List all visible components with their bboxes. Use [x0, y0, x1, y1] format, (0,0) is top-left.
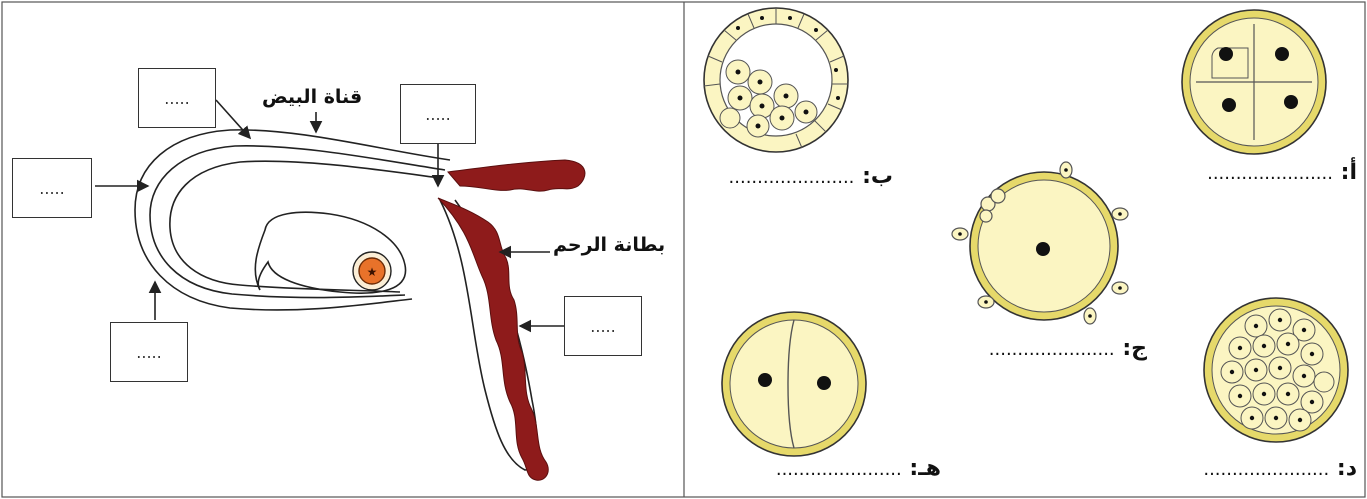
caption-blank[interactable]: ......................	[729, 167, 855, 188]
stage-b-blastocyst	[704, 8, 848, 152]
arrow-box-1	[216, 100, 250, 138]
caption-blank[interactable]: ......................	[989, 339, 1115, 360]
caption-stage-d: د: ......................	[1203, 456, 1357, 481]
stage-d-morula	[1204, 298, 1348, 442]
blank-box-4[interactable]: .....	[110, 322, 188, 382]
caption-letter: هـ:	[909, 456, 941, 481]
caption-stage-c: ج: ......................	[989, 336, 1147, 361]
endometrium-label: بطانة الرحم	[553, 234, 665, 256]
caption-stage-b: ب: ......................	[729, 164, 893, 189]
stage-e-two-cells	[722, 312, 866, 456]
caption-blank[interactable]: ......................	[1203, 459, 1329, 480]
caption-stage-a: أ: ......................	[1207, 160, 1357, 185]
caption-stage-e: هـ: ......................	[776, 456, 941, 481]
caption-letter: ج:	[1122, 336, 1147, 361]
blank-box-3[interactable]: .....	[400, 84, 476, 144]
caption-blank[interactable]: ......................	[1207, 163, 1333, 184]
stage-c-ovum	[952, 162, 1128, 324]
endometrium-lower	[438, 198, 548, 480]
stage-a-four-cells	[1182, 10, 1326, 154]
blank-box-2[interactable]: .....	[12, 158, 92, 218]
blank-box-5[interactable]: .....	[564, 296, 642, 356]
caption-blank[interactable]: ......................	[776, 459, 902, 480]
oviduct-inner-wall	[150, 146, 445, 298]
blank-box-1[interactable]: .....	[138, 68, 216, 128]
oviduct-label: قناة البيض	[262, 86, 362, 108]
endometrium-upper	[448, 160, 585, 191]
caption-letter: د:	[1337, 456, 1357, 481]
oviduct-lumen	[170, 161, 440, 292]
caption-letter: ب:	[862, 164, 893, 189]
caption-letter: أ:	[1341, 160, 1357, 185]
svg-text:★: ★	[367, 265, 378, 279]
